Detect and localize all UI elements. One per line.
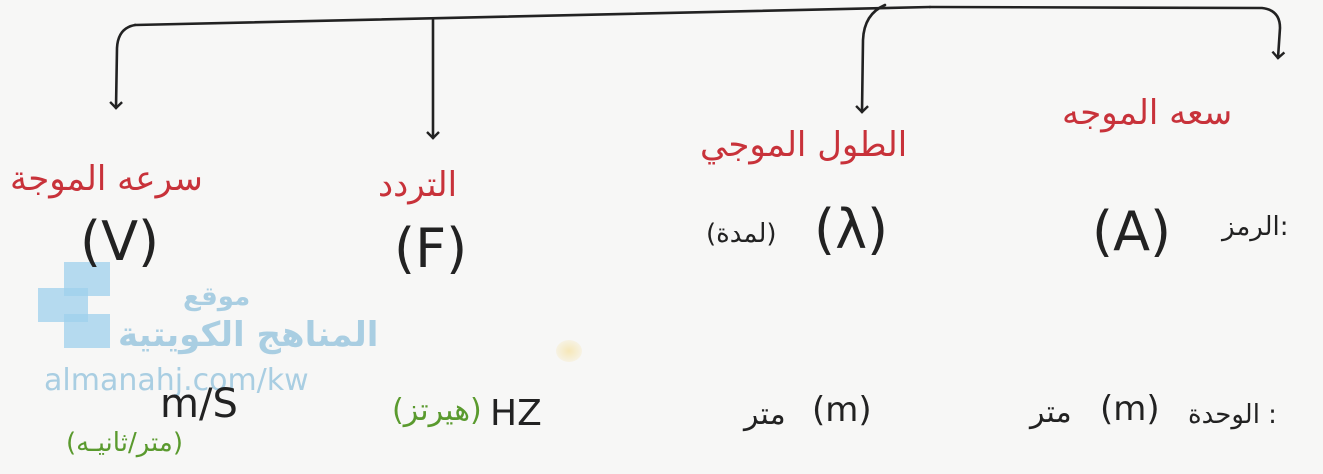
top-bar: [133, 5, 932, 27]
watermark-line2: المناهج الكويتية: [118, 315, 379, 355]
symbol-speed: (V): [80, 210, 160, 273]
unit-frequency-symbol: HZ: [490, 393, 542, 434]
heading-speed: سرعه الموجة: [10, 159, 203, 199]
symbol-frequency: (F): [394, 217, 468, 280]
unit-speed-word: (متر/ثانيـه): [66, 428, 183, 458]
faint-dot: [556, 340, 582, 362]
unit-speed-symbol: m/S: [160, 381, 238, 427]
branch-wavelength: [855, 3, 887, 114]
unit-frequency-word: (هيرتز): [392, 393, 482, 428]
unit-amplitude-word: متر: [1030, 395, 1072, 430]
watermark-line1: موقع: [183, 282, 251, 312]
branch-speed: [109, 23, 137, 110]
row-label-symbol: الرمز:: [1222, 212, 1289, 242]
symbol-wavelength-name: (لمدة): [706, 219, 777, 249]
unit-wavelength-word: متر: [744, 397, 786, 432]
symbol-wavelength: (λ): [814, 198, 889, 261]
branch-amplitude: [928, 5, 1286, 60]
watermark-logo: [38, 262, 110, 348]
heading-amplitude: سعه الموجه: [1062, 93, 1233, 133]
watermark-url: almanahj.com/kw: [44, 363, 309, 398]
unit-amplitude-symbol: (m): [1100, 389, 1160, 429]
heading-frequency: التردد: [378, 165, 458, 205]
symbol-amplitude: (A): [1092, 200, 1172, 263]
heading-wavelength: الطول الموجي: [700, 125, 908, 165]
unit-wavelength-symbol: (m): [812, 390, 872, 430]
row-label-unit: الوحدة :: [1188, 400, 1277, 430]
